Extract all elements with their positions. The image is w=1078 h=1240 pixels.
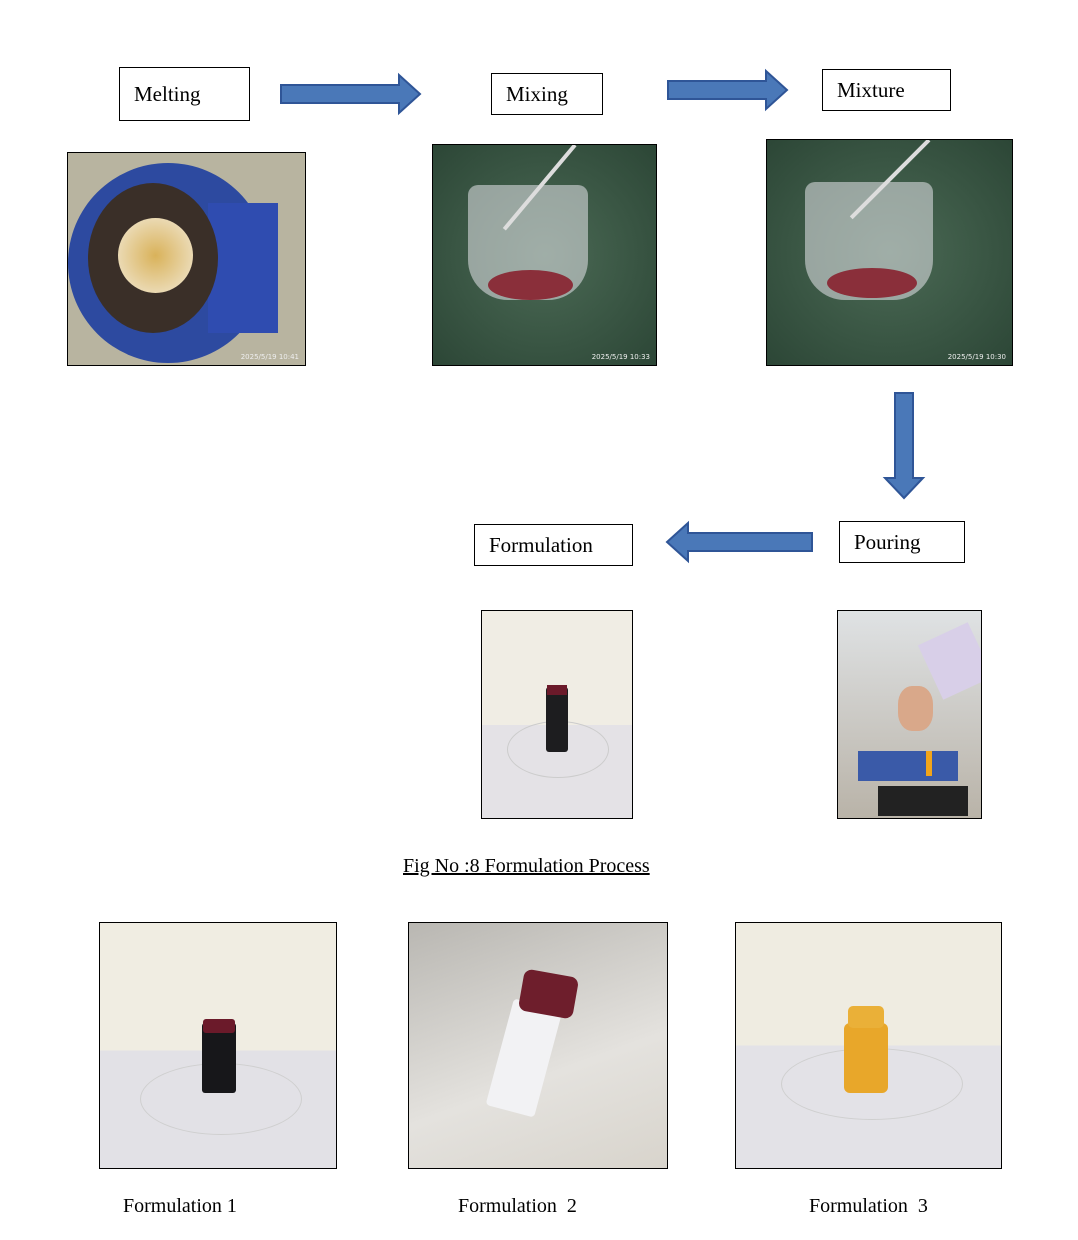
step-pouring-box: Pouring: [839, 521, 965, 563]
step-formulation-box: Formulation: [474, 524, 633, 566]
mixture-photo: 2025/5/19 10:30: [766, 139, 1013, 366]
figure-caption: Fig No :8 Formulation Process: [403, 855, 650, 877]
arrow-right-icon: [280, 72, 422, 116]
melting-photo: 2025/5/19 10:41: [67, 152, 306, 366]
step-mixing-box: Mixing: [491, 73, 603, 115]
photo-timestamp: 2025/5/19 10:30: [947, 353, 1006, 361]
pouring-photo: [837, 610, 982, 819]
step-melting-box: Melting: [119, 67, 250, 121]
step-label: Formulation: [489, 532, 593, 557]
photo-timestamp: 2025/5/19 10:41: [240, 353, 299, 361]
formulation-3-photo: [735, 922, 1002, 1169]
photo-timestamp: 2025/5/19 10:33: [591, 353, 650, 361]
arrow-right-icon: [667, 68, 789, 112]
arrow-down-icon: [882, 392, 926, 500]
step-label: Mixing: [506, 81, 568, 106]
formulation-2-photo: [408, 922, 668, 1169]
formulation-photo: [481, 610, 633, 819]
arrow-left-icon: [665, 520, 813, 564]
step-label: Melting: [134, 81, 201, 106]
formulation-2-caption: Formulation 2: [458, 1195, 577, 1217]
formulation-1-caption: Formulation 1: [123, 1195, 237, 1217]
step-label: Pouring: [854, 529, 921, 554]
mixing-photo: 2025/5/19 10:33: [432, 144, 657, 366]
formulation-1-photo: [99, 922, 337, 1169]
formulation-3-caption: Formulation 3: [809, 1195, 928, 1217]
step-label: Mixture: [837, 77, 905, 102]
step-mixture-box: Mixture: [822, 69, 951, 111]
